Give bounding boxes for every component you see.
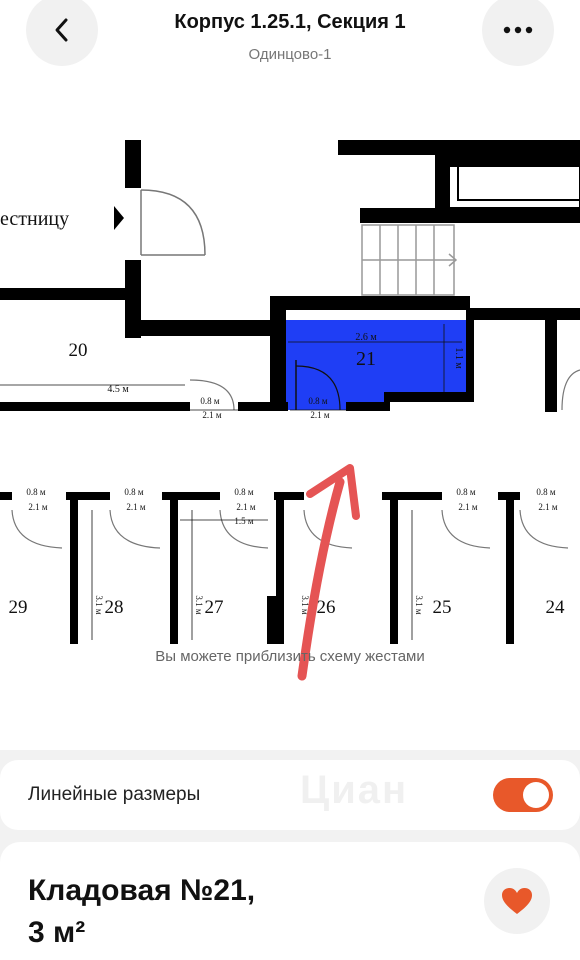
- wall: [125, 320, 270, 336]
- watermark: Циан: [300, 768, 409, 812]
- floor-plan[interactable]: естницу 2.6 м 1.1 м 21 20 4.5 м 0.8 м 2.…: [0, 80, 580, 750]
- wall: [346, 402, 390, 411]
- item-title-line-2: 3 м²: [28, 916, 86, 949]
- red-arrow-annotation: [297, 464, 360, 681]
- wall: [270, 296, 286, 406]
- door-swing: [140, 189, 206, 256]
- dim-4-5: 4.5 м: [107, 384, 129, 395]
- stair-label: естницу: [0, 208, 69, 230]
- dim-3-1: 3.1 м: [300, 595, 310, 615]
- room-26-label: 26: [317, 597, 336, 618]
- door-swings: [11, 509, 569, 549]
- lower-walls: [0, 492, 520, 644]
- dim-0-8: 0.8 м: [26, 487, 46, 497]
- dim-3-1: 3.1 м: [414, 595, 424, 615]
- room-21-label: 21: [356, 348, 376, 370]
- chevron-left-icon: [55, 18, 68, 42]
- wall: [470, 308, 580, 320]
- door-swing: [295, 365, 341, 411]
- wall: [270, 296, 470, 310]
- dim-2-6: 2.6 м: [355, 332, 377, 343]
- dim-3-1: 3.1 м: [94, 595, 104, 615]
- dim-0-8: 0.8 м: [200, 396, 220, 406]
- room-29-label: 29: [9, 597, 28, 618]
- wall: [360, 208, 580, 223]
- dim-0-8: 0.8 м: [456, 487, 476, 497]
- dim-2-1: 2.1 м: [236, 502, 256, 512]
- stairs: [361, 224, 458, 296]
- dim-2-1: 2.1 м: [538, 502, 558, 512]
- wall: [0, 288, 125, 300]
- wall: [238, 402, 288, 411]
- page-subtitle: Одинцово-1: [248, 46, 332, 63]
- window: [457, 165, 580, 201]
- dim-2-1: 2.1 м: [310, 410, 330, 420]
- wall: [125, 260, 141, 338]
- dimensions-toggle-label: Линейные размеры: [28, 784, 201, 805]
- header: Корпус 1.25.1, Секция 1 Одинцово-1: [0, 0, 580, 80]
- dim-2-1: 2.1 м: [458, 502, 478, 512]
- more-dots-icon: [503, 26, 533, 34]
- item-title: Кладовая №21, 3 м²: [28, 870, 255, 954]
- dim-3-1: 3.1 м: [194, 595, 204, 615]
- dimensions-toggle-switch[interactable]: [493, 778, 553, 812]
- wall: [0, 402, 190, 411]
- arrow-right-icon: [114, 206, 124, 230]
- item-info-card: Кладовая №21, 3 м²: [0, 842, 580, 960]
- room-20-label: 20: [69, 340, 88, 361]
- dim-2-1: 2.1 м: [202, 410, 222, 420]
- room-25-label: 25: [433, 597, 452, 618]
- dim-0-8: 0.8 м: [536, 487, 556, 497]
- zoom-hint: Вы можете приблизить схему жестами: [155, 648, 425, 665]
- dim-0-8: 0.8 м: [234, 487, 254, 497]
- wall: [545, 318, 557, 412]
- toggle-knob: [523, 782, 549, 808]
- more-button[interactable]: [482, 0, 554, 66]
- floor-plan-drawing: естницу 2.6 м 1.1 м 21 20 4.5 м 0.8 м 2.…: [0, 140, 580, 681]
- dim-2-1: 2.1 м: [28, 502, 48, 512]
- wall: [435, 155, 449, 223]
- dim-0-8: 0.8 м: [124, 487, 144, 497]
- dim-1-5: 1.5 м: [234, 516, 254, 526]
- wall: [338, 140, 580, 155]
- room-24-label: 24: [546, 597, 566, 618]
- room-27-label: 27: [205, 597, 224, 618]
- dim-0-8: 0.8 м: [308, 396, 328, 406]
- page-title: Корпус 1.25.1, Секция 1: [174, 11, 406, 33]
- favorite-button[interactable]: [484, 868, 550, 934]
- storage-21-highlight[interactable]: [286, 320, 466, 410]
- room-28-label: 28: [105, 597, 124, 618]
- dimensions-toggle-row[interactable]: Линейные размеры Циан: [0, 760, 580, 830]
- dim-1-1: 1.1 м: [453, 347, 464, 369]
- dim-2-1: 2.1 м: [126, 502, 146, 512]
- wall: [466, 310, 474, 398]
- wall: [125, 140, 141, 188]
- back-button[interactable]: [26, 0, 98, 66]
- heart-icon: [502, 888, 532, 914]
- item-title-line-1: Кладовая №21,: [28, 874, 256, 907]
- wall: [384, 392, 474, 402]
